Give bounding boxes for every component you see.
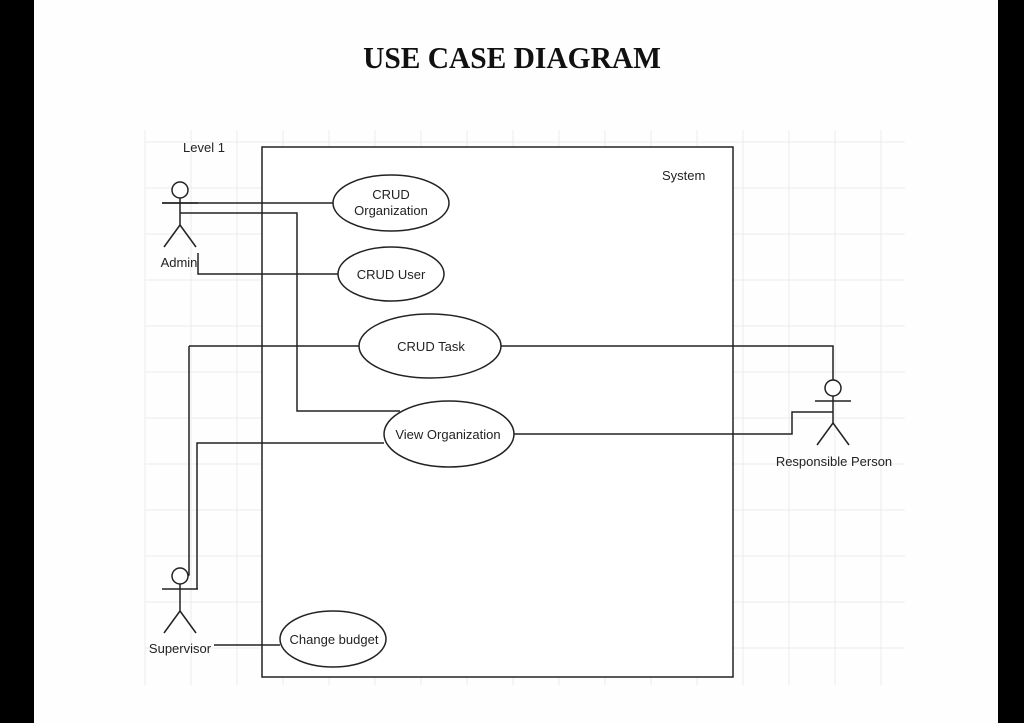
actor-admin[interactable] bbox=[162, 181, 198, 248]
assoc-admin-view-organization bbox=[180, 212, 400, 412]
use-case-crud-task[interactable]: CRUD Task bbox=[358, 313, 502, 379]
use-case-change-budget[interactable]: Change budget bbox=[279, 610, 387, 668]
assoc-responsible-crud-task bbox=[501, 345, 834, 380]
use-case-crud-task-label: CRUD Task bbox=[397, 339, 465, 354]
system-label: System bbox=[662, 168, 705, 183]
use-case-crud-organization-line1: CRUD bbox=[372, 187, 410, 202]
assoc-admin-crud-user bbox=[197, 253, 339, 275]
assoc-supervisor-crud-task-v bbox=[184, 346, 190, 579]
actor-supervisor[interactable] bbox=[162, 567, 198, 634]
assoc-supervisor-view-organization bbox=[196, 442, 384, 589]
use-case-crud-organization-line2: Organization bbox=[354, 203, 428, 218]
responsible-person-head-icon bbox=[824, 379, 842, 397]
assoc-responsible-view-organization bbox=[514, 411, 833, 435]
use-case-crud-user[interactable]: CRUD User bbox=[337, 246, 445, 302]
level-label: Level 1 bbox=[183, 140, 225, 155]
actor-responsible-person[interactable] bbox=[815, 379, 851, 446]
use-case-crud-user-label: CRUD User bbox=[357, 267, 426, 282]
use-case-change-budget-label: Change budget bbox=[290, 632, 379, 647]
use-case-view-organization-label: View Organization bbox=[395, 427, 500, 442]
supervisor-head-icon bbox=[171, 567, 189, 585]
use-case-view-organization[interactable]: View Organization bbox=[383, 400, 515, 468]
actor-supervisor-label: Supervisor bbox=[149, 641, 212, 656]
actor-responsible-person-label: Responsible Person bbox=[776, 454, 892, 469]
use-case-crud-organization[interactable]: CRUD Organization bbox=[332, 174, 450, 232]
admin-head-icon bbox=[171, 181, 189, 199]
actor-admin-label: Admin bbox=[161, 255, 198, 270]
page-title: USE CASE DIAGRAM bbox=[363, 40, 661, 75]
